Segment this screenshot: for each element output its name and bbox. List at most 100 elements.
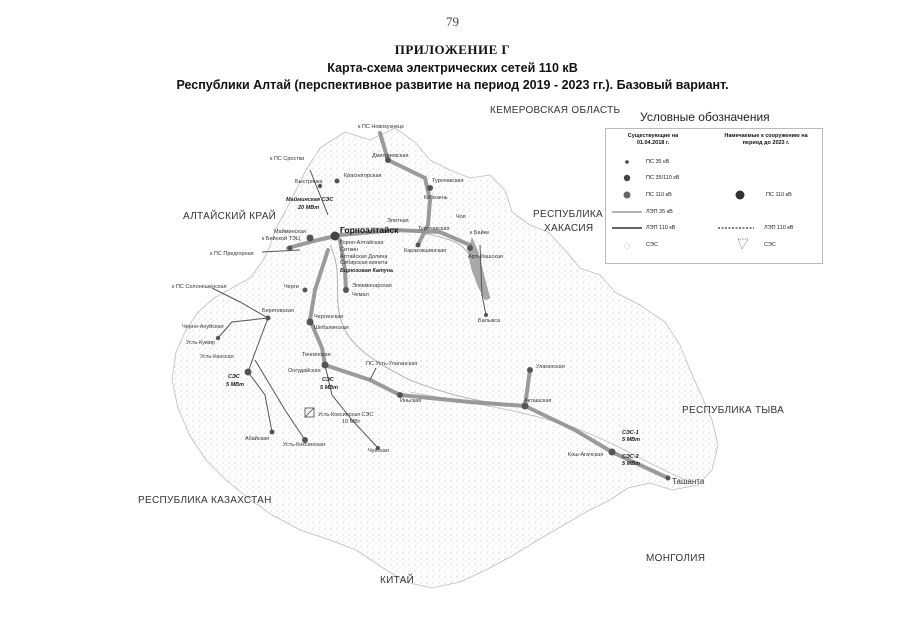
region-tyva: РЕСПУБЛИКА ТЫВА — [682, 405, 784, 416]
substation-krasnogorskaya — [334, 178, 340, 184]
substation-cherno-anui — [215, 335, 221, 341]
substation-balyksa — [484, 313, 488, 317]
substation-chergi — [302, 287, 308, 293]
substation-karakokshinskaya — [415, 242, 421, 248]
substation-chuiskaya — [376, 446, 380, 450]
label-ust-kanskaya: Усть-Канская — [200, 354, 234, 360]
solar-ust-koksa-diag — [304, 407, 315, 418]
label-chergi: Черги — [284, 284, 299, 290]
line-turochak-karakokshinskaya — [416, 198, 432, 247]
label-biruzovaya-katun: Бирюзовая Катунь — [340, 268, 393, 274]
legend-ps110-label: ПС 110 кВ — [646, 192, 672, 198]
label-abaiskaya: Абайская — [245, 435, 269, 442]
label-chemal: Чемал — [352, 292, 369, 298]
label-siberian-monet: Сибирская монета — [340, 260, 388, 266]
legend-ps35-110-label: ПС 35/110 кВ — [646, 175, 680, 181]
line-ust-kan-abai — [247, 371, 273, 433]
legend-lep110-label: ЛЭП 110 кВ — [646, 225, 676, 231]
solar-plants — [304, 407, 315, 418]
line-gornoaltaisk-artybash — [338, 227, 472, 247]
label-cherno-anuiskaya: Черно-Ануйская — [182, 323, 224, 330]
substation-abai — [269, 429, 275, 435]
label-krasnogorskaya: Красногорская — [344, 173, 382, 179]
substation-turochakskaya — [427, 185, 433, 191]
legend-ps35-icon — [625, 160, 629, 164]
label-maiminskaya: Майминская — [274, 228, 306, 235]
region-china: КИТАЙ — [380, 573, 414, 586]
teletskoye-lake — [467, 237, 491, 301]
substation-chemal — [343, 287, 349, 293]
title-line-1: Карта-схема электрических сетей 110 кВ — [327, 61, 578, 75]
legend-ses-planned-label: СЭС — [764, 242, 776, 248]
label-ses-5mw-2-mw: 5 МВт — [320, 385, 338, 391]
line-predgornaya — [261, 249, 301, 253]
lines-35kv — [211, 169, 487, 449]
line-gornoaltaisk-chemal — [338, 238, 348, 292]
label-chaya: Чоя — [456, 214, 466, 220]
label-artybashskaya: Артыбашская — [468, 254, 503, 260]
substation-biysk — [287, 245, 293, 251]
label-ses1: СЭС-1 — [622, 430, 639, 436]
label-karakokshinskaya: Каракокшинская — [404, 248, 446, 254]
label-ust-koksinskaya-ses-mw: 10 МВт — [342, 419, 361, 425]
line-artybash-balyksa — [479, 244, 487, 316]
line-ust-kan-ust-koksa — [254, 359, 306, 441]
substation-ust-kan — [244, 368, 252, 376]
label-elekmonar: Элекмонарская — [352, 283, 392, 289]
label-baika: к Байке — [470, 229, 489, 236]
substation-bystryanka — [317, 183, 323, 189]
line-aktash-kosh-agach — [523, 404, 614, 454]
label-beryozovskaya: Береговская — [262, 308, 294, 314]
region-mongolia: МОНГОЛИЯ — [646, 553, 705, 564]
label-turochakskaya: Турочакская — [432, 178, 463, 184]
label-elitnaya: Элитная — [387, 218, 409, 224]
legend-ps35-110-icon — [623, 174, 631, 182]
substation-ulagan — [527, 367, 533, 373]
legend-existing-header: Существующие на 01.04.2018 г. — [627, 133, 679, 146]
substation-aktash — [521, 402, 529, 410]
label-shebalinskaya: Шебалинская — [314, 325, 349, 331]
line-shebalino-ongudai — [308, 318, 327, 367]
river-biya — [339, 227, 476, 266]
label-bystryanka: Быстрянка — [295, 179, 323, 185]
label-sitkin: Ситкин — [340, 247, 358, 253]
appendix-heading: ПРИЛОЖЕНИЕ Г — [394, 42, 511, 57]
label-gornoaltaisk: Горноалтайск — [340, 225, 399, 235]
line-gornoaltaisk-shebalino — [308, 248, 330, 322]
region-kazakhstan: РЕСПУБЛИКА КАЗАХСТАН — [138, 495, 272, 506]
label-aktash: Акташская — [524, 398, 551, 404]
substation-ust-koksa — [302, 437, 308, 443]
substation-shebalinskaya — [306, 318, 314, 326]
label-chernyaka: Чергинская — [314, 314, 343, 320]
legend-lep35-icon — [612, 211, 642, 213]
substation-kosh-agach — [608, 448, 616, 456]
label-ongudaiskaya: Онгудайская — [288, 367, 321, 374]
legend-lep110-planned-label: ЛЭП 110 кВ — [764, 225, 794, 231]
label-ses2-mw: 5 МВт — [622, 461, 640, 467]
label-inyaskaya: Иньская — [400, 398, 421, 404]
substation-dmitrievskaya — [385, 157, 391, 163]
substation-ongudai — [321, 361, 329, 369]
page-number: 79 — [446, 14, 459, 29]
label-ust-koksinskaya: Усть-Коксинская — [283, 442, 325, 448]
label-ust-kuyum: Усть-Кумир — [186, 340, 215, 346]
label-ses-5mw-1-mw: 5 МВт — [226, 382, 244, 388]
line-ust-ulagan — [369, 367, 377, 381]
solar-ust-koksa — [304, 407, 315, 418]
legend-ps35-label: ПС 35 кВ — [646, 159, 670, 165]
label-ses2: СЭС-2 — [622, 454, 639, 460]
line-inya-aktash — [398, 393, 527, 408]
region-khakasia-1: РЕСПУБЛИКА — [533, 209, 603, 220]
label-tashanta: Ташанта — [672, 477, 705, 486]
substation-beryozovskaya — [265, 315, 271, 321]
label-gorno-altaiskaya: Горно-Алтайская — [340, 239, 383, 246]
label-chuiskaya: Чуйская — [368, 447, 389, 454]
label-kebezen: Кебезень — [424, 195, 448, 201]
label-kosh-agachskaya: Кош-Агачская — [568, 452, 603, 458]
label-srostki: к ПС Сростки — [270, 156, 304, 162]
line-ses-chuiskaya — [351, 419, 379, 449]
legend-ps110-icon — [623, 191, 631, 199]
line-dmitrievskaya-turochak — [386, 158, 432, 202]
substation-tashanta — [665, 475, 671, 481]
